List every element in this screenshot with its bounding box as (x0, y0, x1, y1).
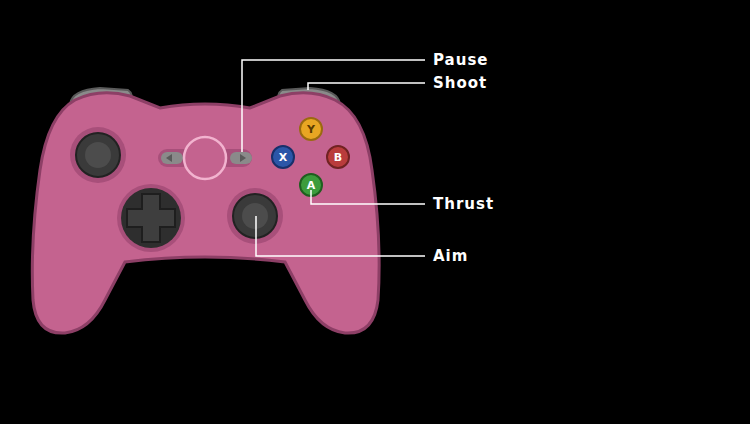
back-button (161, 152, 183, 164)
stick-well (70, 127, 126, 183)
start-button (230, 152, 252, 164)
stick-well (227, 188, 283, 244)
control-label: Pause (433, 53, 489, 68)
left-stick (76, 133, 120, 177)
dpad-base (121, 188, 181, 248)
stick-cap (85, 142, 111, 168)
stick-cap (242, 203, 268, 229)
button-letter: X (279, 152, 287, 163)
control-label: Aim (433, 249, 468, 264)
control-label: Shoot (433, 76, 487, 91)
x-button (272, 146, 294, 168)
start-arrow (240, 154, 246, 162)
leader-line (308, 83, 425, 90)
control-label: Thrust (433, 197, 494, 212)
back-arrow (166, 154, 172, 162)
dpad (127, 194, 175, 242)
leader-line (311, 190, 425, 204)
y-button (300, 118, 322, 140)
b-button (327, 146, 349, 168)
leader-line (256, 216, 425, 256)
controller-body (32, 93, 379, 333)
guide-button (184, 137, 226, 179)
dpad-well (117, 184, 185, 252)
right-stick (233, 194, 277, 238)
leader-line (242, 60, 425, 152)
button-letter: B (334, 152, 342, 163)
button-letter: Y (307, 124, 315, 135)
button-letter: A (307, 180, 316, 191)
